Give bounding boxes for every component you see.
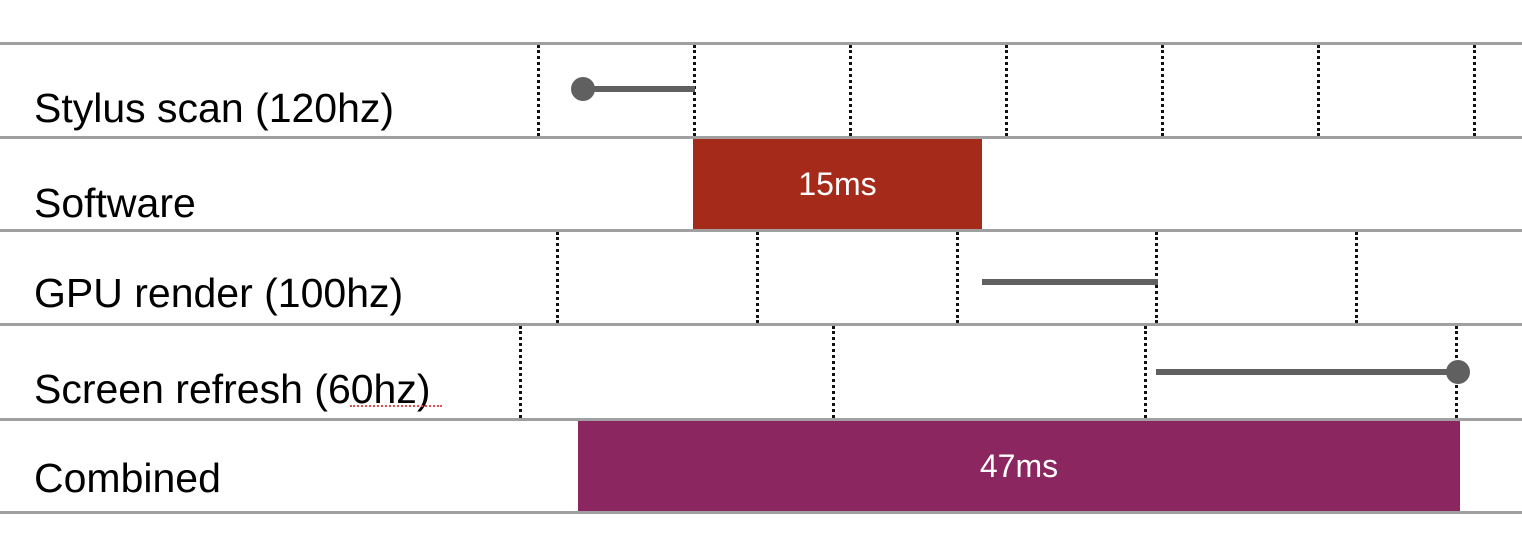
row-divider <box>0 418 1522 421</box>
stylus-scan-tick <box>849 45 852 136</box>
combined-bar: 47ms <box>578 421 1460 511</box>
screen-refresh-tick <box>519 326 522 418</box>
software-bar: 15ms <box>693 139 982 229</box>
gpu-render-tick <box>1155 232 1158 323</box>
gpu-wait-segment <box>982 279 1158 285</box>
gpu-render-tick <box>1355 232 1358 323</box>
row-divider <box>0 42 1522 45</box>
screen-wait-segment <box>1156 369 1458 375</box>
gpu-render-tick <box>756 232 759 323</box>
screen-refresh-tick <box>1144 326 1147 418</box>
row-label-combined: Combined <box>34 455 221 501</box>
row-label-software: Software <box>34 180 196 226</box>
stylus-scan-tick <box>537 45 540 136</box>
screen-refresh-tick <box>832 326 835 418</box>
row-label-screen-refresh: Screen refresh (60hz) <box>34 366 431 412</box>
row-label-gpu-render: GPU render (100hz) <box>34 270 404 316</box>
gpu-render-tick <box>556 232 559 323</box>
combined-bar-label: 47ms <box>979 447 1059 484</box>
row-label-stylus-scan: Stylus scan (120hz) <box>34 85 395 131</box>
stylus-scan-tick <box>1317 45 1320 136</box>
stylus-scan-tick <box>1473 45 1476 136</box>
screen-end-dot <box>1446 360 1470 384</box>
row-divider <box>0 323 1522 326</box>
gpu-render-tick <box>956 232 959 323</box>
row-divider <box>0 511 1522 514</box>
software-bar-label: 15ms <box>798 165 877 202</box>
stylus-scan-tick <box>1161 45 1164 136</box>
stylus-scan-tick <box>1005 45 1008 136</box>
spellcheck-underline <box>350 405 442 407</box>
stylus-wait-segment <box>583 86 695 92</box>
row-divider <box>0 136 1522 139</box>
row-divider <box>0 229 1522 232</box>
